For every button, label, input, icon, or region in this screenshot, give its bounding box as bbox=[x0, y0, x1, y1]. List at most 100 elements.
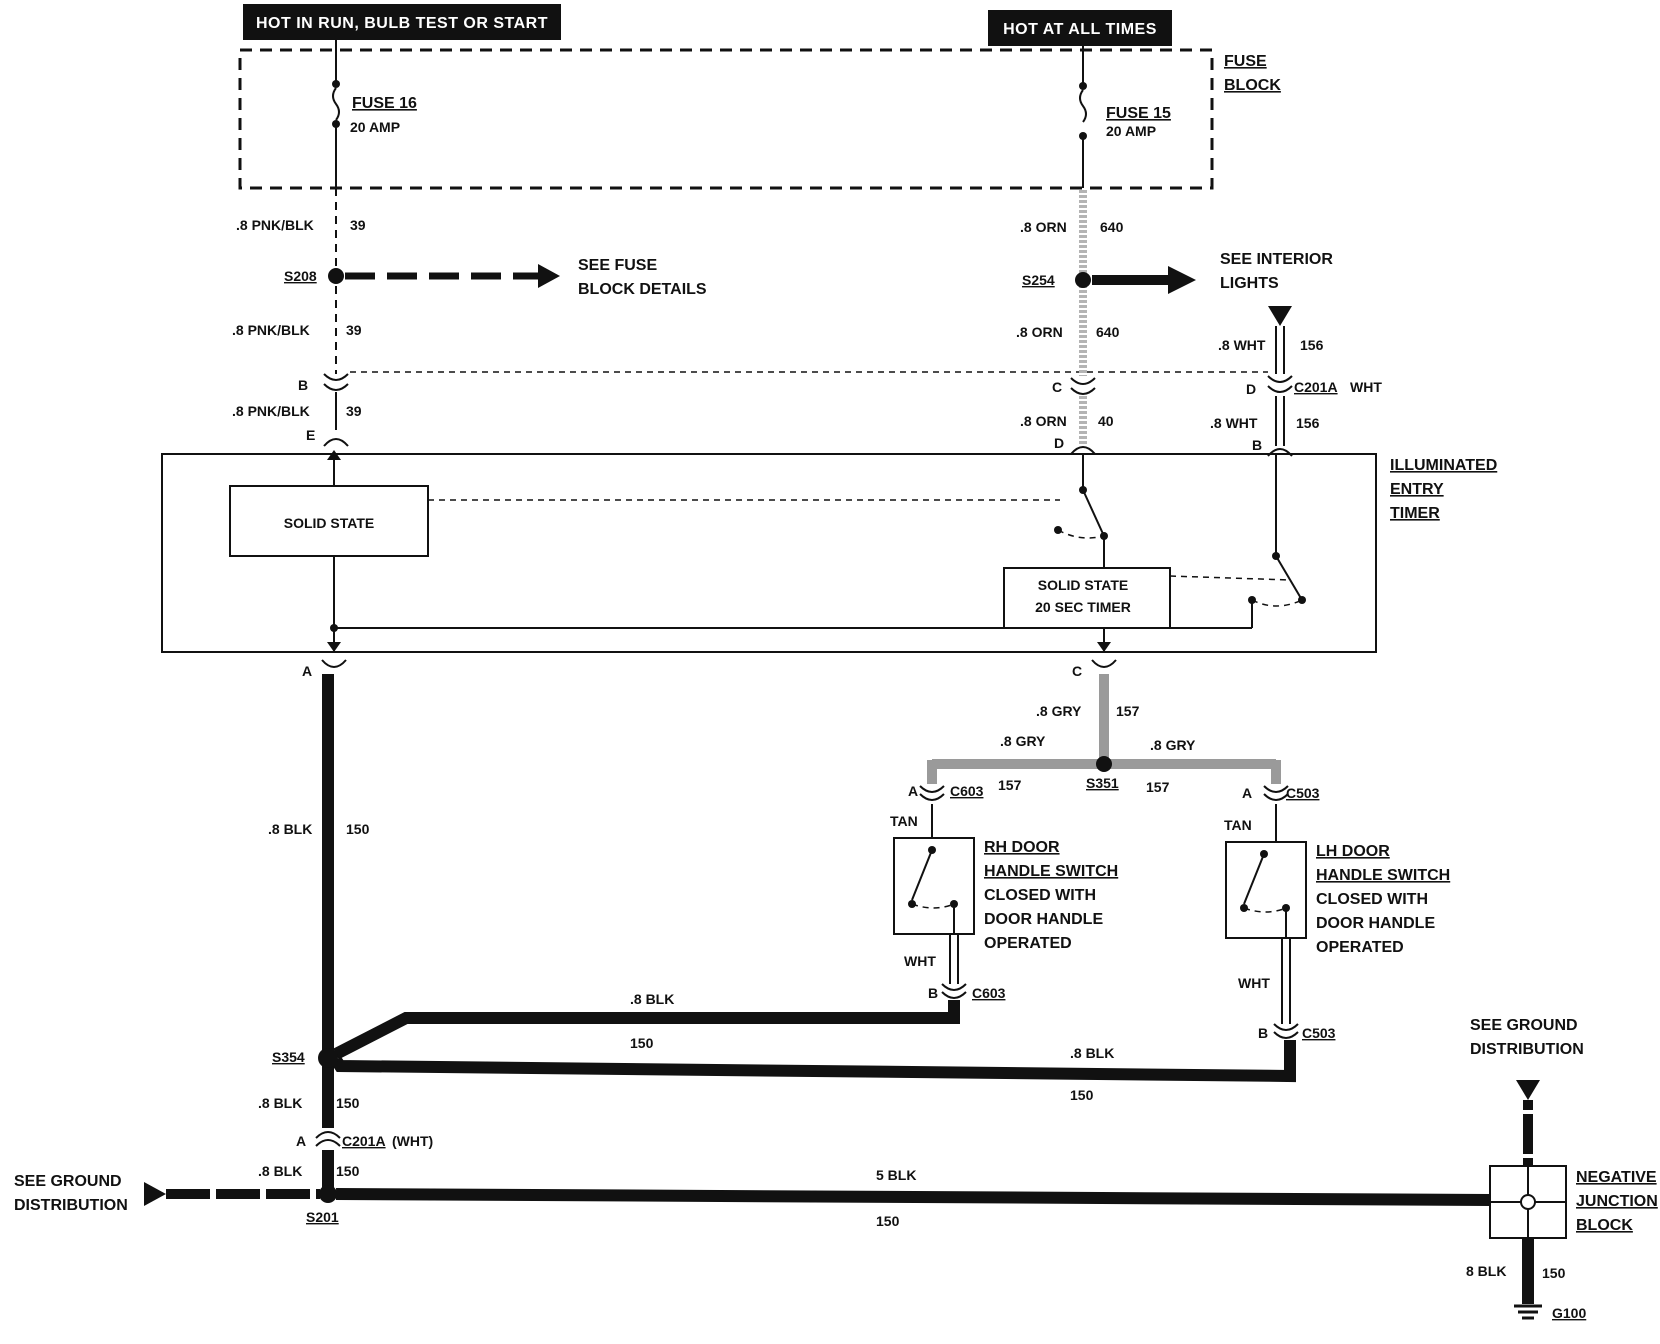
wire-150-number: 150 bbox=[346, 821, 370, 837]
lh-switch-title-1: LH DOOR bbox=[1316, 843, 1390, 860]
wire-157-label: .8 GRY bbox=[1036, 703, 1082, 719]
wire-150-to-lh-switch bbox=[331, 1040, 1296, 1083]
see-interior-lights-1: SEE INTERIOR bbox=[1220, 251, 1333, 268]
connector-c-pin: C bbox=[1052, 379, 1062, 395]
solid-state-label: SOLID STATE bbox=[284, 515, 374, 531]
wire-150-lh-number: 150 bbox=[1070, 1087, 1094, 1103]
junction-stud-icon bbox=[1520, 1194, 1536, 1210]
wire-150-rh-label: .8 BLK bbox=[630, 991, 674, 1007]
see-fuse-block-1: SEE FUSE bbox=[578, 257, 657, 274]
wire-39-label-low: .8 PNK/BLK bbox=[232, 403, 310, 419]
wire-157-left-label: .8 GRY bbox=[1000, 733, 1046, 749]
wire-156-number-top: 156 bbox=[1300, 337, 1324, 353]
timer-pin-a-symbol bbox=[321, 659, 347, 668]
splice-s354-label: S354 bbox=[272, 1049, 305, 1065]
rh-switch-color: TAN bbox=[890, 813, 918, 829]
timer-label-3: TIMER bbox=[1390, 505, 1440, 522]
wire-640-number-mid: 640 bbox=[1096, 324, 1120, 340]
wire-39-number-mid: 39 bbox=[346, 322, 362, 338]
illuminated-entry-timer-box bbox=[161, 453, 1377, 653]
see-ground-left-1: SEE GROUND bbox=[14, 1173, 122, 1190]
wire-150-5-blk bbox=[335, 1188, 1491, 1206]
connector-e-symbol bbox=[323, 438, 349, 447]
wire-640-label-top: .8 ORN bbox=[1020, 219, 1067, 235]
banner-hot-in-run: HOT IN RUN, BULB TEST OR START bbox=[243, 4, 561, 40]
rh-conn-b-pin: B bbox=[928, 985, 938, 1001]
lh-switch-lead-color: WHT bbox=[1238, 975, 1270, 991]
connector-b-symbol bbox=[323, 373, 349, 381]
splice-s354-dot bbox=[318, 1048, 338, 1068]
ground-symbol-icon bbox=[1514, 1304, 1542, 1320]
splice-s254-label: S254 bbox=[1022, 272, 1055, 288]
lh-door-handle-switch bbox=[1225, 841, 1307, 939]
wire-150-label: .8 BLK bbox=[268, 821, 312, 837]
rh-conn-c603: C603 bbox=[950, 783, 984, 799]
lh-conn-a-pin: A bbox=[1242, 785, 1252, 801]
wire-150-s201-number: 150 bbox=[336, 1163, 360, 1179]
timer-pin-a: A bbox=[302, 663, 312, 679]
lh-switch-color: TAN bbox=[1224, 817, 1252, 833]
splice-s351-label: S351 bbox=[1086, 775, 1119, 791]
lh-conn-b-c503: C503 bbox=[1302, 1025, 1336, 1041]
banner-hot-in-run-text: HOT IN RUN, BULB TEST OR START bbox=[256, 15, 548, 32]
see-ground-left-2: DISTRIBUTION bbox=[14, 1197, 128, 1214]
wire-39-number-low: 39 bbox=[346, 403, 362, 419]
wire-150-below-number: 150 bbox=[336, 1095, 360, 1111]
timer-label-1: ILLUMINATED bbox=[1390, 457, 1497, 474]
wire-156-label-low: .8 WHT bbox=[1210, 415, 1258, 431]
timer-module-line2: 20 SEC TIMER bbox=[1035, 599, 1131, 615]
timer-pin-c-symbol bbox=[1091, 659, 1117, 668]
wire-39-label-mid: .8 PNK/BLK bbox=[232, 322, 310, 338]
connector-c201a-name: C201A bbox=[1294, 379, 1338, 395]
splice-s351-dot bbox=[1096, 756, 1112, 772]
wire-150-main-number: 150 bbox=[876, 1213, 900, 1229]
splice-s254-dot bbox=[1075, 272, 1091, 288]
fuse-16-rating: 20 AMP bbox=[350, 119, 400, 135]
njb-label-2: JUNCTION bbox=[1576, 1193, 1658, 1210]
fuse-16-symbol bbox=[332, 40, 340, 188]
banner-hot-at-all-times: HOT AT ALL TIMES bbox=[988, 10, 1172, 46]
rh-switch-lead-color: WHT bbox=[904, 953, 936, 969]
banner-hot-at-all-times-text: HOT AT ALL TIMES bbox=[1003, 21, 1157, 38]
lh-switch-desc-3: OPERATED bbox=[1316, 939, 1404, 956]
fuse-block-label-1: FUSE bbox=[1224, 53, 1267, 70]
wire-150-rh-number: 150 bbox=[630, 1035, 654, 1051]
rh-switch-desc-3: OPERATED bbox=[984, 935, 1072, 952]
splice-s208-dot bbox=[328, 268, 344, 284]
see-fuse-block-2: BLOCK DETAILS bbox=[578, 281, 707, 298]
s208-arrow-icon bbox=[538, 264, 560, 288]
rh-switch-desc-1: CLOSED WITH bbox=[984, 887, 1096, 904]
wire-150-lh-label: .8 BLK bbox=[1070, 1045, 1114, 1061]
right-ground-arrow-icon bbox=[1516, 1080, 1540, 1100]
wire-156-number-low: 156 bbox=[1296, 415, 1320, 431]
wire-150-s201-label: .8 BLK bbox=[258, 1163, 302, 1179]
g100-wire-number: 150 bbox=[1542, 1265, 1566, 1281]
connector-b-pin: B bbox=[298, 377, 308, 393]
rh-switch-title-1: RH DOOR bbox=[984, 839, 1060, 856]
connector-c201a-ground-pin: A bbox=[296, 1133, 306, 1149]
timer-label-2: ENTRY bbox=[1390, 481, 1444, 498]
njb-label-3: BLOCK bbox=[1576, 1217, 1633, 1234]
connector-c-symbol bbox=[1070, 377, 1096, 385]
connector-c201a-ground-symbol bbox=[315, 1131, 341, 1139]
connector-c201a-ground-color: (WHT) bbox=[392, 1133, 433, 1149]
solid-state-20-sec-timer bbox=[1003, 567, 1171, 629]
wire-150-main-label: 5 BLK bbox=[876, 1167, 916, 1183]
lh-conn-b-pin: B bbox=[1258, 1025, 1268, 1041]
njb-label-1: NEGATIVE bbox=[1576, 1169, 1657, 1186]
connector-d-symbol bbox=[1070, 446, 1096, 455]
lh-conn-c503: C503 bbox=[1286, 785, 1320, 801]
connector-d-pin: D bbox=[1054, 435, 1064, 451]
connector-b-wht-pin: B bbox=[1252, 437, 1262, 453]
wire-150-below-label: .8 BLK bbox=[258, 1095, 302, 1111]
connector-c201a-ground-name: C201A bbox=[342, 1133, 386, 1149]
wire-157-number: 157 bbox=[1116, 703, 1140, 719]
wire-39-label-top: .8 PNK/BLK bbox=[236, 217, 314, 233]
wire-40-label: .8 ORN bbox=[1020, 413, 1067, 429]
fuse-block-label-2: BLOCK bbox=[1224, 77, 1281, 94]
splice-s201-dot bbox=[319, 1185, 337, 1203]
rh-switch-desc-2: DOOR HANDLE bbox=[984, 911, 1103, 928]
see-ground-right-1: SEE GROUND bbox=[1470, 1017, 1578, 1034]
g100-label: G100 bbox=[1552, 1305, 1586, 1321]
